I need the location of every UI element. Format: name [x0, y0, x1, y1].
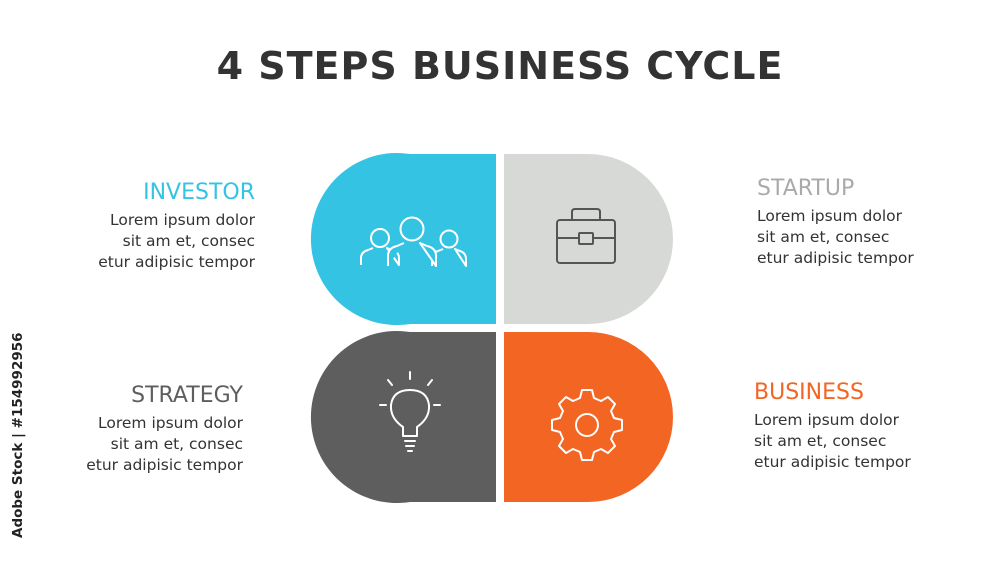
investor-line: etur adipisic tempor [98, 253, 255, 271]
startup-line: Lorem ipsum dolor [757, 207, 902, 225]
strategy-line: etur adipisic tempor [86, 456, 243, 474]
investor-line: Lorem ipsum dolor [110, 211, 255, 229]
diagram-title: 4 STEPS BUSINESS CYCLE [216, 44, 784, 88]
startup-line: sit am et, consec [757, 228, 890, 246]
startup-line: etur adipisic tempor [757, 249, 914, 267]
petal-business [504, 332, 673, 502]
business-line: sit am et, consec [754, 432, 887, 450]
strategy-text-block: STRATEGY Lorem ipsum dolor sit am et, co… [50, 383, 243, 476]
stock-watermark: Adobe Stock | #154992956 [10, 300, 28, 550]
business-line: etur adipisic tempor [754, 453, 911, 471]
investor-text-block: INVESTOR Lorem ipsum dolor sit am et, co… [60, 180, 255, 273]
petal-startup [504, 154, 673, 324]
investor-heading: INVESTOR [143, 180, 255, 205]
people-icon [360, 216, 467, 267]
business-description: Lorem ipsum dolor sit am et, consec etur… [754, 410, 911, 473]
strategy-heading: STRATEGY [131, 383, 243, 408]
petal-strategy [310, 331, 496, 503]
strategy-line: Lorem ipsum dolor [98, 414, 243, 432]
strategy-line: sit am et, consec [110, 435, 243, 453]
watermark-text: Adobe Stock | #154992956 [10, 332, 26, 538]
investor-description: Lorem ipsum dolor sit am et, consec etur… [60, 210, 255, 273]
business-heading: BUSINESS [754, 380, 864, 405]
startup-text-block: STARTUP Lorem ipsum dolor sit am et, con… [757, 176, 914, 269]
gear-icon [551, 389, 623, 461]
business-line: Lorem ipsum dolor [754, 411, 899, 429]
startup-heading: STARTUP [757, 176, 855, 201]
strategy-description: Lorem ipsum dolor sit am et, consec etur… [50, 413, 243, 476]
petal-investor [310, 152, 496, 325]
business-text-block: BUSINESS Lorem ipsum dolor sit am et, co… [754, 380, 911, 473]
briefcase-icon [556, 208, 616, 264]
startup-description: Lorem ipsum dolor sit am et, consec etur… [757, 206, 914, 269]
lightbulb-icon [379, 371, 441, 452]
investor-line: sit am et, consec [122, 232, 255, 250]
